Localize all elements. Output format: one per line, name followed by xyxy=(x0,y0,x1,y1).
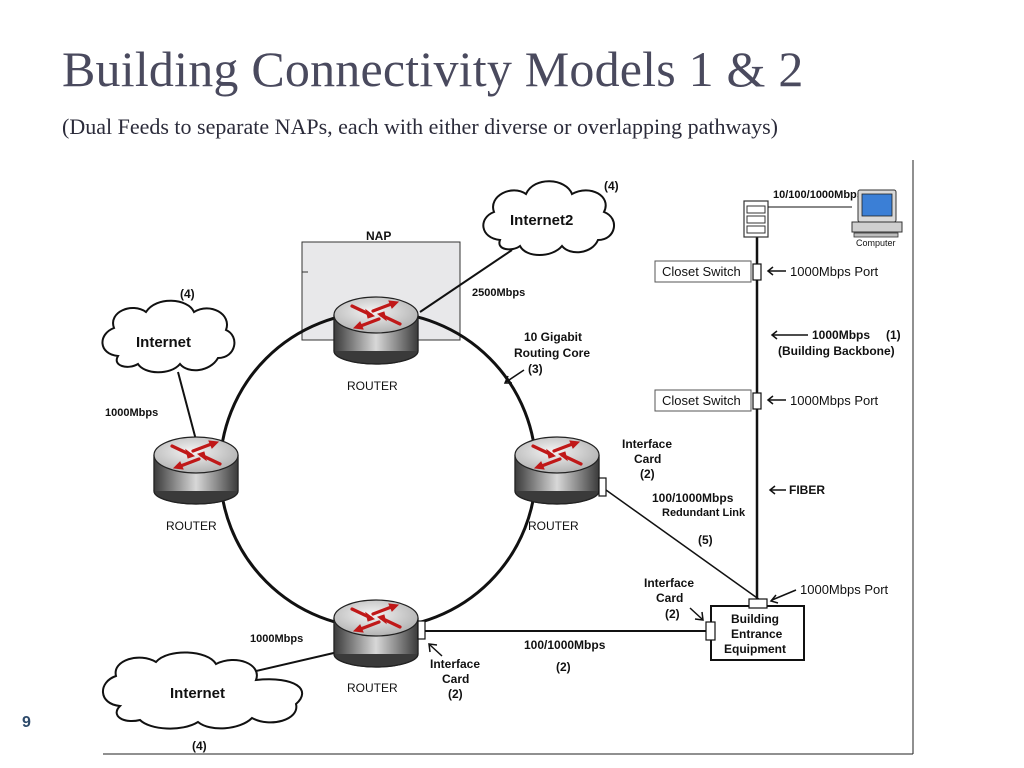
label-interface-bottom: Interface xyxy=(430,657,480,671)
cloud-internet-bottom-label: Internet xyxy=(170,685,225,702)
arrow-fiber xyxy=(768,485,786,495)
note-4-bottom: (4) xyxy=(192,739,207,753)
arrow-port-lower xyxy=(766,395,786,405)
router-left xyxy=(152,435,240,506)
arrow-interface-bee xyxy=(689,607,704,621)
closet-switch-lower-label: Closet Switch xyxy=(662,393,741,408)
label-equipment: Equipment xyxy=(724,642,786,656)
closet-switch-lower xyxy=(654,389,752,412)
note-4-left: (4) xyxy=(180,287,195,301)
label-computer: Computer xyxy=(856,238,896,248)
router-bottom xyxy=(332,598,420,669)
slide-subtitle: (Dual Feeds to separate NAPs, each with … xyxy=(62,114,778,139)
label-card-bee: Card xyxy=(656,591,683,605)
label-bee-port: 1000Mbps Port xyxy=(800,582,889,597)
closet-switch-upper-label: Closet Switch xyxy=(662,264,741,279)
cloud-internet-left: Internet xyxy=(101,299,236,374)
router-right-label: ROUTER xyxy=(528,519,579,533)
label-interface-bee: Interface xyxy=(644,576,694,590)
note-4-internet2: (4) xyxy=(604,179,619,193)
label-1000mbps-left: 1000Mbps xyxy=(105,407,158,419)
label-bottom-link-speed: 100/1000Mbps xyxy=(524,638,606,652)
cloud-internet-bottom: Internet xyxy=(102,651,303,730)
redundant-link xyxy=(605,489,761,601)
link-internet2 xyxy=(419,249,513,313)
note-2-right: (2) xyxy=(640,467,655,481)
label-fiber: FIBER xyxy=(789,483,825,497)
bee-port-top xyxy=(748,598,768,609)
interface-card-right xyxy=(598,477,607,497)
arrow-backbone xyxy=(770,330,808,340)
label-10-gigabit: 10 Gigabit xyxy=(524,330,582,344)
router-top xyxy=(332,295,420,366)
note-1: (1) xyxy=(886,328,901,342)
note-2-bottom-router: (2) xyxy=(448,687,463,701)
arrow-interface-bottom xyxy=(428,643,443,657)
closet-switch-upper-port xyxy=(752,263,762,281)
computer-icon xyxy=(851,189,903,238)
note-2-bee: (2) xyxy=(665,607,680,621)
label-card-bottom: Card xyxy=(442,672,469,686)
label-entrance: Entrance xyxy=(731,627,783,641)
bee-port-left xyxy=(705,621,716,641)
cloud-internet2: Internet2 xyxy=(482,180,615,256)
link-internet-left xyxy=(177,371,197,441)
label-desktop-speed: 10/100/1000Mbps xyxy=(773,189,863,201)
note-5: (5) xyxy=(698,533,713,547)
label-backbone-speed: 1000Mbps xyxy=(812,328,870,342)
label-interface-right: Interface xyxy=(622,437,672,451)
cloud-internet-left-label: Internet xyxy=(136,334,191,351)
router-bottom-label: ROUTER xyxy=(347,681,398,695)
router-right xyxy=(513,435,601,506)
arrow-routing-core xyxy=(503,369,525,384)
wall-outlet xyxy=(743,200,769,238)
note-3: (3) xyxy=(528,362,543,376)
closet-switch-upper xyxy=(654,260,752,283)
label-redundant-speed: 100/1000Mbps xyxy=(652,491,734,505)
router-left-label: ROUTER xyxy=(166,519,217,533)
label-building: Building xyxy=(731,612,779,626)
closet-switch-lower-port xyxy=(752,392,762,410)
arrow-port-upper xyxy=(766,266,786,276)
label-routing-core: Routing Core xyxy=(514,346,590,360)
router-top-label: ROUTER xyxy=(347,379,398,393)
page-number: 9 xyxy=(22,714,31,731)
label-port-upper: 1000Mbps Port xyxy=(790,264,879,279)
label-redundant-link: Redundant Link xyxy=(662,507,746,519)
interface-card-bottom xyxy=(417,620,426,640)
arrow-bee-port xyxy=(769,589,797,604)
label-1000mbps-bottom: 1000Mbps xyxy=(250,633,303,645)
nap-label: NAP xyxy=(366,229,391,243)
slide-title: Building Connectivity Models 1 & 2 xyxy=(62,41,804,97)
note-2-bottom-link: (2) xyxy=(556,660,571,674)
link-internet-bottom xyxy=(251,651,339,673)
cloud-internet2-label: Internet2 xyxy=(510,212,573,229)
label-card-right: Card xyxy=(634,452,661,466)
label-port-lower: 1000Mbps Port xyxy=(790,393,879,408)
label-building-backbone: (Building Backbone) xyxy=(778,344,895,358)
label-2500mbps: 2500Mbps xyxy=(472,287,525,299)
